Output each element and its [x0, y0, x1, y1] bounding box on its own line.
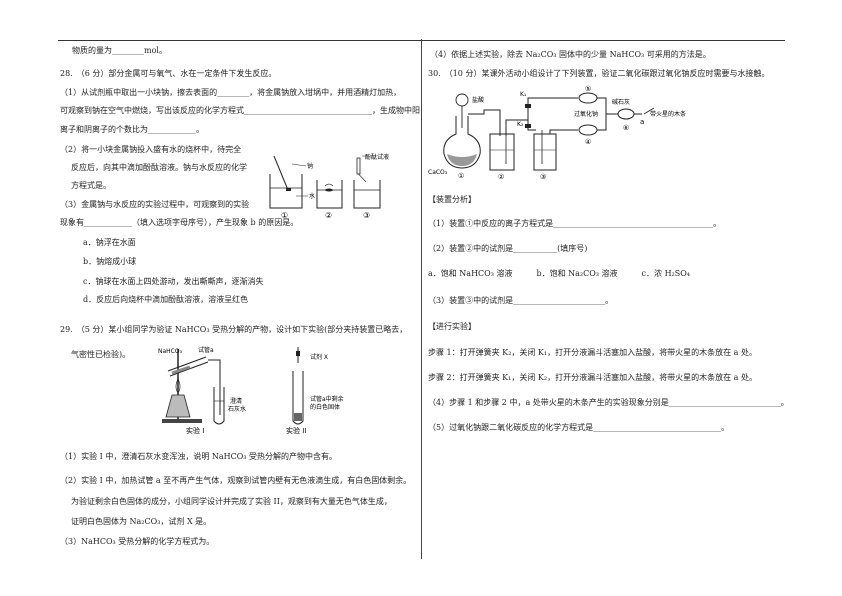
q30-a2-options: a．饱和 NaHCO₃ 溶液 b．饱和 Na₂CO₃ 溶液 c．浓 H₂SO₄: [428, 269, 691, 278]
q28-heading: 28. （6 分）部分金属可与氧气、水在一定条件下发生反应。: [60, 69, 277, 78]
label-device-6: ⑥: [623, 124, 629, 132]
label-residue-1: 试管a中剩余: [310, 395, 344, 403]
q28-option-a: a．钠浮在水面: [83, 238, 136, 247]
q30-a2: （2）装置②中的试剂是___________(填序号): [428, 244, 588, 253]
q30-a3: （3）装置③中的试剂是_______________________。: [428, 296, 614, 305]
q28-p1-line3: 离子和阴离子的个数比为____________。: [60, 125, 204, 134]
label-sodium: 钠: [307, 162, 313, 170]
q28-p2-line2: 反应后，向其中滴加酚酞溶液。钠与水反应的化学: [71, 163, 247, 172]
label-k2: K₂: [517, 121, 524, 128]
q28-p2-line3: 方程式是。: [71, 181, 111, 190]
label-device-1: ①: [458, 172, 464, 180]
label-limewater-2: 石灰水: [228, 405, 246, 413]
q29-heading: 29. （5 分）某小组同学为验证 NaHCO₃ 受热分解的产物，设计如下实验(…: [60, 325, 408, 334]
right-top-line: （4）依据上述实验，除去 Na₂CO₃ 固体中的少量 NaHCO₃ 可采用的方法…: [430, 50, 711, 59]
label-beaker-1: ①: [281, 211, 288, 220]
label-limewater-1: 澄清: [230, 397, 242, 405]
q29-p2-line1: （2）实验 I 中，加热试管 a 至不再产生气体，观察到试管内壁有无色液滴生成，…: [60, 476, 412, 485]
label-k1: K₁: [520, 91, 527, 98]
q29-p1: （1）实验 I 中，澄清石灰水变浑浊，说明 NaHCO₃ 受热分解的产物中含有。: [60, 452, 338, 461]
label-caco3: CaCO₃: [428, 169, 448, 176]
label-device-3: ③: [540, 173, 546, 180]
label-soda-lime: 碱石灰: [612, 98, 630, 106]
label-experiment-2: 实验 II: [286, 426, 306, 435]
label-experiment-1: 实验 I: [186, 426, 204, 435]
q30-step-1: 步骤 1：打开弹簧夹 K₂，关闭 K₁，打开分液漏斗活塞加入盐酸，将带火星的木条…: [428, 348, 757, 357]
q29-p3: （3）NaHCO₃ 受热分解的化学方程式为。: [60, 537, 215, 546]
q28-option-b: b．钠熔成小球: [83, 257, 137, 266]
q28-p2-line1: （2）将一小块金属钠投入盛有水的烧杯中，待完全: [60, 145, 242, 154]
label-reagent-x: 试剂 X: [310, 353, 328, 361]
q28-option-d: d．反应后向烧杯中滴加酚酞溶液，溶液呈红色: [83, 295, 249, 304]
q29-p2-line3: 证明白色固体为 Na₂CO₃，试剂 X 是。: [71, 517, 212, 526]
column-divider: [421, 39, 422, 559]
label-point-a: a: [640, 118, 644, 126]
label-beaker-2: ②: [325, 211, 332, 220]
q28-p3-line1: （3）金属钠与水反应的实验过程中，可观察到的实验: [60, 200, 250, 209]
analysis-title: 【装置分析】: [428, 195, 476, 204]
q30-step-2: 步骤 2：打开弹簧夹 K₁，关闭 K₂，打开分液漏斗活塞加入盐酸，将带火星的木条…: [428, 373, 757, 382]
q30-q5: （5）过氧化钠跟二氧化碳反应的化学方程式是___________________…: [428, 423, 730, 432]
q29-apparatus-figure: NaHCO₃ 试管a 澄清 石灰水 实验 I 试剂 X 试管a中剩余 的白色固体…: [158, 346, 344, 435]
label-nahco3: NaHCO₃: [158, 348, 183, 355]
q28-p3-line2: 现象有____________（填入选项字母序号），产生现象 b 的原因是。: [60, 218, 299, 227]
label-beaker-3: ③: [363, 211, 370, 220]
label-na2o2: 过氧化钠: [574, 110, 598, 118]
q28-p1-line1: （1）从试剂瓶中取出一小块钠，擦去表面的________，将金属钠放入坩埚中，并…: [60, 88, 402, 97]
label-hcl: 盐酸: [472, 96, 484, 104]
label-phenolphthalein: 酚酞试液: [365, 153, 389, 161]
label-water: 水: [309, 192, 315, 200]
label-tube-a: 试管a: [198, 346, 214, 354]
label-residue-2: 的白色固体: [310, 403, 340, 411]
q30-q4: （4）步骤 1 和步骤 2 中，a 处带火星的木条产生的实验现象分别是_____…: [428, 398, 789, 407]
label-device-4: ④: [585, 138, 591, 146]
label-glowing-splint: 带火星的木条: [650, 110, 686, 118]
label-device-5: ⑤: [585, 85, 591, 93]
q29-p2-line2: 为验证剩余白色固体的成分，小组同学设计并完成了实验 II，观察到有大量无色气体生…: [71, 497, 392, 506]
q28-p1-line2: 可观察到钠在空气中燃烧，写出该反应的化学方程式_________________…: [60, 106, 420, 115]
procedure-title: 【进行实验】: [428, 322, 476, 331]
q28-beakers-figure: 钠 水 ① ② 酚酞试液 ③: [269, 153, 389, 220]
left-top-line: 物质的量为________mol。: [72, 46, 167, 55]
q29-heading-cont: 气密性已检验)。: [71, 350, 131, 359]
q30-a1: （1）装置①中反应的离子方程式是________________________…: [428, 219, 722, 228]
label-device-2: ②: [498, 173, 504, 180]
q30-heading: 30. （10 分）某课外活动小组设计了下列装置，验证二氧化碳跟过氧化钠反应时需…: [428, 69, 770, 78]
q28-option-c: c．钠球在水面上四处游动，发出嘶嘶声，逐渐消失: [83, 277, 264, 286]
q30-apparatus-figure: 盐酸 CaCO₃ ① ② K₁ K₂ ③ ⑤ 过氧化钠 ④ 碱石灰 ⑥ a 带火…: [428, 85, 686, 180]
